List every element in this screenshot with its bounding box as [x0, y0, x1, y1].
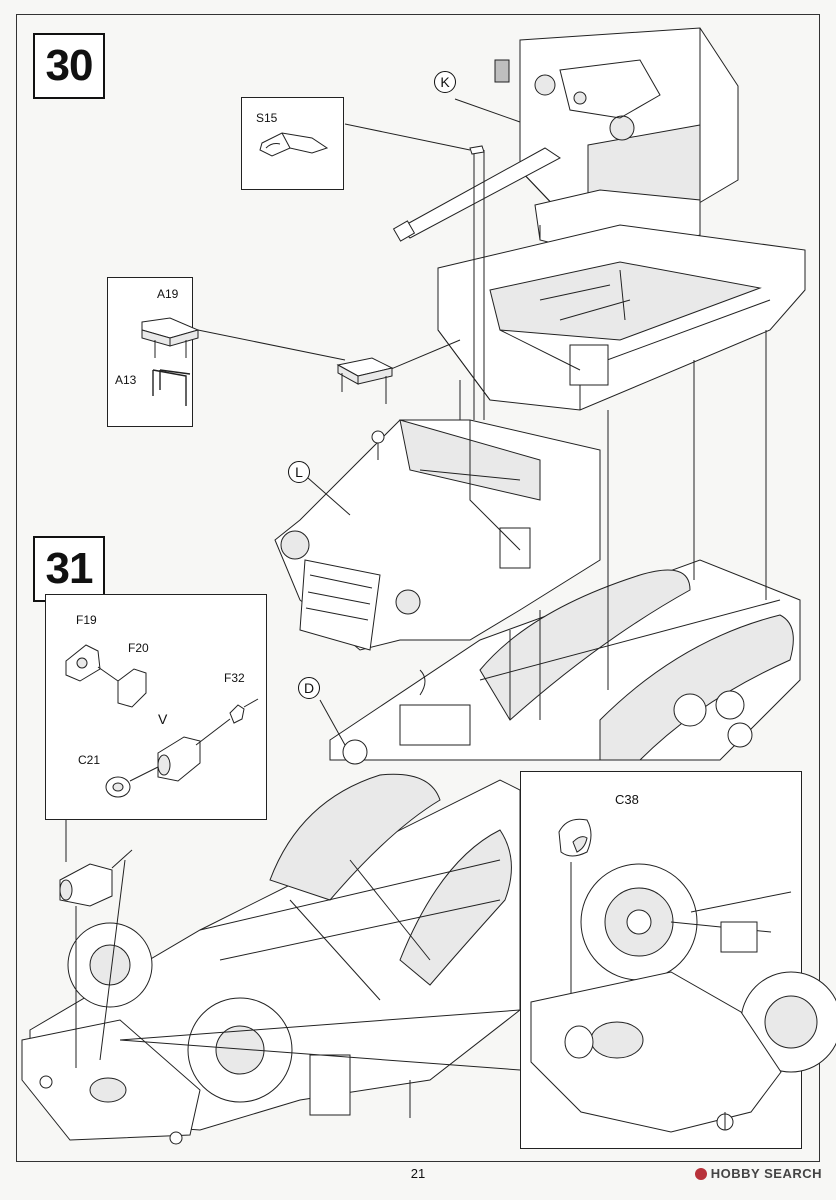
callout-box-a19-a13: A19 A13 [107, 277, 200, 427]
part-label-c38: C38 [615, 792, 639, 807]
hull-assembly-drawing [274, 419, 601, 651]
page-number: 21 [410, 1166, 426, 1181]
watermark: HOBBY SEARCH [694, 1166, 822, 1181]
hobby-search-logo-icon [694, 1167, 707, 1180]
installed-a19-drawing [336, 145, 485, 404]
winch-subassembly-drawing [65, 644, 259, 798]
part-label-c21: C21 [78, 753, 101, 767]
part-label-a13: A13 [115, 373, 137, 387]
callout-box-s15: S15 [241, 97, 344, 190]
watermark-text: HOBBY SEARCH [710, 1166, 822, 1181]
page-frame [16, 14, 820, 1162]
step-30-number: 30 [33, 33, 105, 99]
part-label-a19: A19 [157, 287, 179, 301]
part-label-s15: S15 [256, 111, 278, 125]
chassis-assembly-drawing [329, 559, 801, 765]
step-31-number: 31 [33, 536, 105, 602]
fighting-compartment-drawing [437, 224, 806, 411]
turret-assembly-drawing [392, 27, 739, 261]
part-label-f20: F20 [128, 641, 149, 655]
assembly-label-k: K [434, 71, 456, 93]
part-label-f32: F32 [224, 671, 245, 685]
step-30-assembly-illustration [192, 27, 806, 765]
detail-c38-drawing [530, 818, 836, 1133]
callout-box-winch-subassembly: F19 F20 F32 C21 V [45, 594, 267, 820]
assembly-label-d: D [298, 677, 320, 699]
part-a19-a13-drawing [141, 317, 200, 406]
assembly-guide-lines [192, 98, 767, 746]
note-check-mark: V [158, 711, 168, 727]
part-label-f19: F19 [76, 613, 97, 627]
detail-inset-c38: C38 [520, 771, 836, 1149]
assembly-label-l: L [288, 461, 310, 483]
part-s15-drawing [259, 132, 329, 157]
